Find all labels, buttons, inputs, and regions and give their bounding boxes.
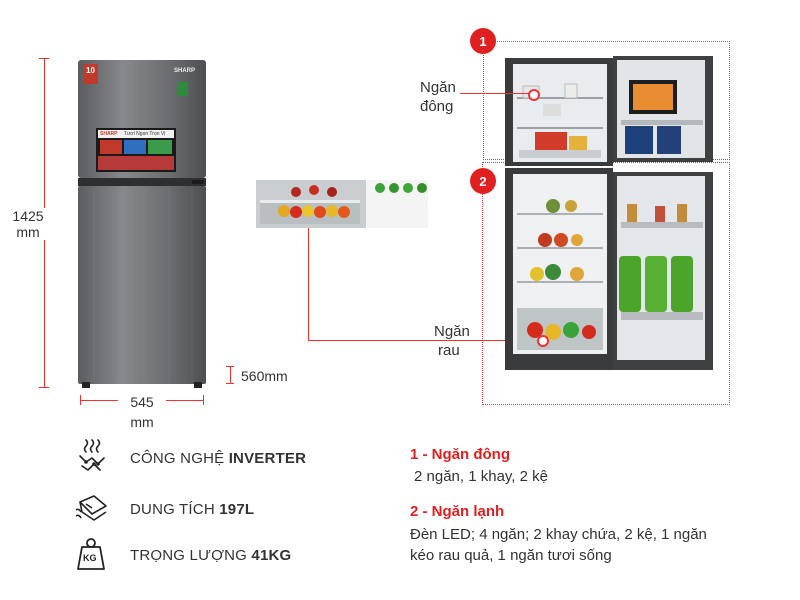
veg-callout-line1: Ngăn (434, 323, 470, 340)
width-dim-tick-right (203, 395, 204, 405)
veg-callout-label: Ngăn rau (434, 322, 470, 360)
freezer-callout-dot (528, 89, 540, 101)
freezer-callout-line2: đông (420, 98, 454, 115)
feature-inverter: CÔNG NGHỆ INVERTER (130, 450, 306, 467)
depth-value: 560mm (241, 368, 288, 384)
feature-weight-label: TRỌNG LƯỢNG (130, 547, 252, 564)
height-value: 1425 mm (4, 208, 52, 240)
weight-kg-icon: KG (76, 537, 108, 570)
height-dim-tick-top (39, 58, 49, 59)
zone-1-badge: 1 (470, 28, 496, 54)
feature-capacity-label: DUNG TÍCH (130, 501, 220, 518)
crisper-leader-horizontal (308, 340, 540, 341)
freezer-callout-line1: Ngăn (420, 79, 456, 96)
feature-weight: TRỌNG LƯỢNG 41KG (130, 547, 291, 564)
spec-freezer-title: 1 - Ngăn đông (410, 446, 510, 463)
width-unit: mm (130, 414, 154, 430)
spec-fridge-title: 2 - Ngăn lạnh (410, 503, 505, 520)
fridge-badge-number: 10 (86, 66, 95, 75)
width-number: 545 (130, 394, 154, 410)
capacity-icon (74, 492, 107, 524)
brand-logo: SHARP (174, 68, 196, 74)
spec-fridge-body: Đèn LED; 4 ngăn; 2 khay chứa, 2 kệ, 1 ng… (410, 526, 707, 564)
feature-inverter-label: CÔNG NGHỆ (130, 450, 229, 467)
depth-dimension-line (230, 366, 231, 384)
screen-tagline: Tươi Ngon Trọn Vị (124, 131, 166, 137)
height-dim-tick-bottom (39, 387, 49, 388)
spec-freezer-body: 2 ngăn, 1 khay, 2 kệ (414, 468, 548, 485)
crisper-leader-vertical (308, 228, 309, 340)
veg-callout-line2: rau (438, 342, 460, 359)
width-value: 545 mm (118, 392, 166, 432)
feature-capacity-value: 197L (219, 501, 255, 518)
depth-tick-bottom (226, 383, 234, 384)
feature-capacity: DUNG TÍCH 197L (130, 501, 254, 518)
feature-weight-value: 41KG (251, 547, 292, 564)
veg-callout-dot (537, 335, 549, 347)
inverter-chip-icon (76, 438, 108, 472)
width-dim-tick-left (80, 395, 81, 405)
weight-kg-icon-text: KG (83, 553, 97, 563)
height-unit: mm (16, 224, 40, 240)
screen-brand-label: SHARP (100, 131, 118, 137)
crisper-closeup-image (256, 180, 428, 228)
fridge-open-image (505, 56, 715, 370)
fridge-closed-image: 10 SHARP SHARP Tươi Ngon Trọn Vị (74, 58, 210, 388)
height-number: 1425 (12, 208, 44, 224)
feature-inverter-value: INVERTER (228, 450, 307, 467)
freezer-callout-label: Ngăn đông (420, 78, 456, 116)
zone-2-badge: 2 (470, 168, 496, 194)
freezer-callout-leader (460, 93, 532, 94)
